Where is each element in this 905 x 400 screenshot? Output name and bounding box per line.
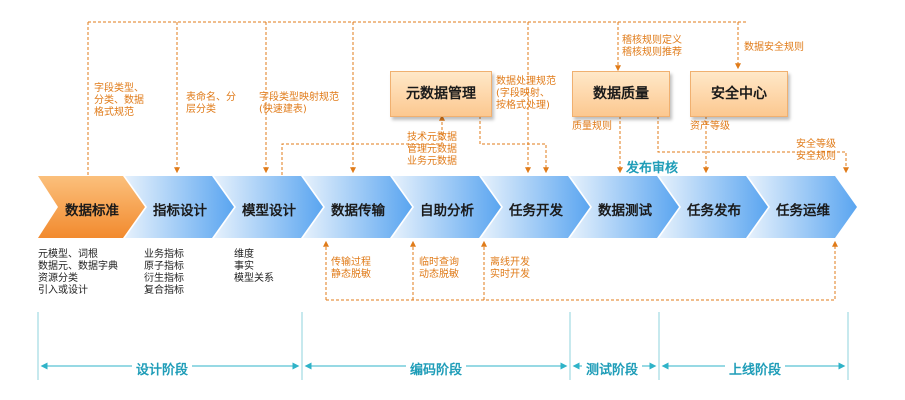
- release-audit-label: 发布审核: [626, 161, 679, 176]
- chevron-stage-9: [748, 176, 857, 238]
- annotation-table-names: 表命名、分 层分类: [186, 92, 236, 115]
- annotation-field-mapping: 字段类型映射规范 (快速建表): [259, 92, 339, 115]
- stage-label-self-analysis: 自助分析: [420, 203, 474, 219]
- annotation-quality-rules: 质量规则: [572, 121, 612, 132]
- phase-label-design: 设计阶段: [132, 359, 193, 378]
- annotation-metadata-types: 技术元数据 管理元数据 业务元数据: [407, 132, 457, 167]
- annotation-audit-rules: 稽核规则定义 稽核规则推荐: [622, 35, 682, 58]
- annotation-model-items: 维度 事实 模型关系: [234, 249, 274, 284]
- chevron-stage-8: [659, 176, 768, 238]
- annotation-asset-level: 资产等级: [690, 121, 730, 132]
- phase-label-testing: 测试阶段: [582, 359, 643, 378]
- stage-label-task-dev: 任务开发: [509, 203, 563, 219]
- phase-label-coding: 编码阶段: [406, 359, 467, 378]
- stage-label-data-transfer: 数据传输: [331, 203, 385, 219]
- data-quality-box: 数据质量: [572, 71, 670, 117]
- phase-label-release: 上线阶段: [725, 359, 786, 378]
- annotation-indicator-items: 业务指标 原子指标 衍生指标 复合指标: [144, 249, 184, 296]
- process-chevrons: [38, 176, 857, 238]
- bottom-bus-line: [326, 240, 838, 301]
- stage-label-task-release: 任务发布: [687, 203, 741, 219]
- metadata-management-box: 元数据管理: [390, 71, 492, 117]
- annotation-dev-items: 离线开发 实时开发: [490, 257, 530, 280]
- annotation-standard-items: 元模型、词根 数据元、数据字典 资源分类 引入或设计: [38, 249, 118, 296]
- chevron-stage-7: [570, 176, 679, 238]
- dashed-connectors: [87, 21, 849, 301]
- stage-label-data-standard: 数据标准: [65, 203, 119, 219]
- connector-metadata-dev: [479, 116, 549, 174]
- security-center-box: 安全中心: [690, 71, 788, 117]
- chevron-stage-1: [38, 176, 145, 238]
- annotation-security-rules: 数据安全规则: [744, 42, 804, 53]
- annotation-analysis-items: 临时查询 动态脱敏: [419, 257, 459, 280]
- connector-security-quality: [657, 116, 849, 174]
- chevron-stage-4: [303, 176, 412, 238]
- stage-label-model-design: 模型设计: [242, 203, 296, 219]
- chevron-stage-6: [481, 176, 590, 238]
- chevron-stage-3: [214, 176, 323, 238]
- annotation-transfer-items: 传输过程 静态脱敏: [331, 257, 371, 280]
- chevron-stage-2: [125, 176, 234, 238]
- chevron-stage-5: [392, 176, 501, 238]
- annotation-field-types: 字段类型、 分类、数据 格式规范: [94, 83, 144, 118]
- stage-label-task-ops: 任务运维: [776, 203, 830, 219]
- annotation-processing-spec: 数据处理规范 (字段映射、 按格式处理): [496, 76, 556, 111]
- annotation-security-level: 安全等级 安全规则: [796, 139, 836, 162]
- connector-model-metadata: [281, 114, 445, 175]
- stage-label-data-test: 数据测试: [598, 203, 652, 219]
- stage-label-indicator-design: 指标设计: [153, 203, 207, 219]
